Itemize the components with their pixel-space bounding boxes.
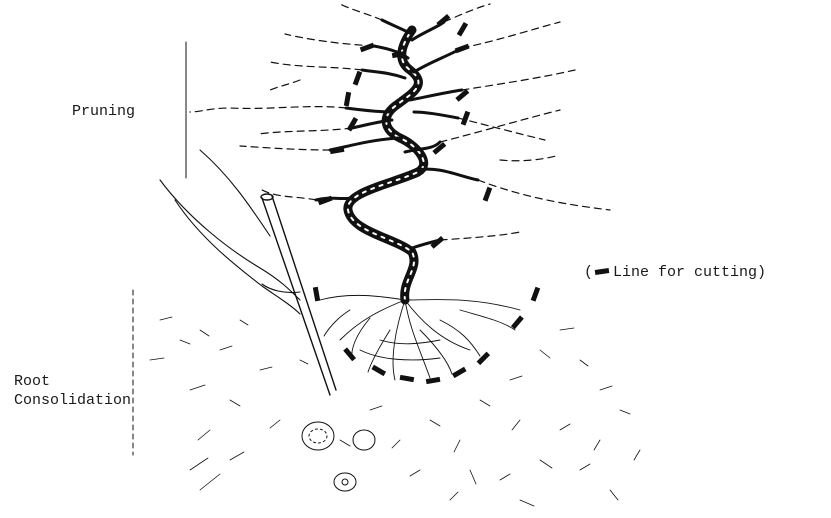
pruning-label: Pruning — [72, 102, 135, 121]
hand-outline — [160, 150, 300, 314]
legend-open-paren: ( — [584, 264, 593, 281]
cut-mark-icon — [360, 43, 375, 52]
legend-text: Line for cutting) — [613, 264, 766, 281]
cut-mark-icon — [343, 347, 356, 361]
root-label-line1: Root — [14, 372, 131, 391]
cut-mark-icon — [426, 377, 441, 384]
pruned-shoots — [190, 4, 610, 240]
root-label-line2: Consolidation — [14, 391, 131, 410]
cut-mark-icon — [461, 111, 470, 126]
legend: ( Line for cutting) — [584, 263, 766, 282]
root-consolidation-label: Root Consolidation — [14, 372, 131, 410]
cut-mark-icon — [455, 44, 470, 53]
cut-mark-icon — [313, 287, 320, 302]
cut-mark-icon — [344, 92, 351, 107]
support-stake — [261, 194, 336, 395]
soil-texture — [150, 317, 640, 506]
cut-mark-icon — [595, 268, 610, 275]
soil-clods — [302, 422, 375, 491]
cut-mark-icon — [457, 22, 468, 37]
cut-mark-icon — [452, 367, 467, 378]
cut-mark-icon — [531, 287, 540, 302]
cut-mark-icon — [400, 375, 415, 382]
cut-mark-icon — [511, 315, 524, 329]
cut-mark-icon — [353, 71, 362, 86]
trunk — [348, 30, 424, 300]
cut-mark-icon — [483, 187, 492, 202]
root-ball — [320, 295, 520, 380]
cut-mark-icon — [371, 365, 386, 376]
